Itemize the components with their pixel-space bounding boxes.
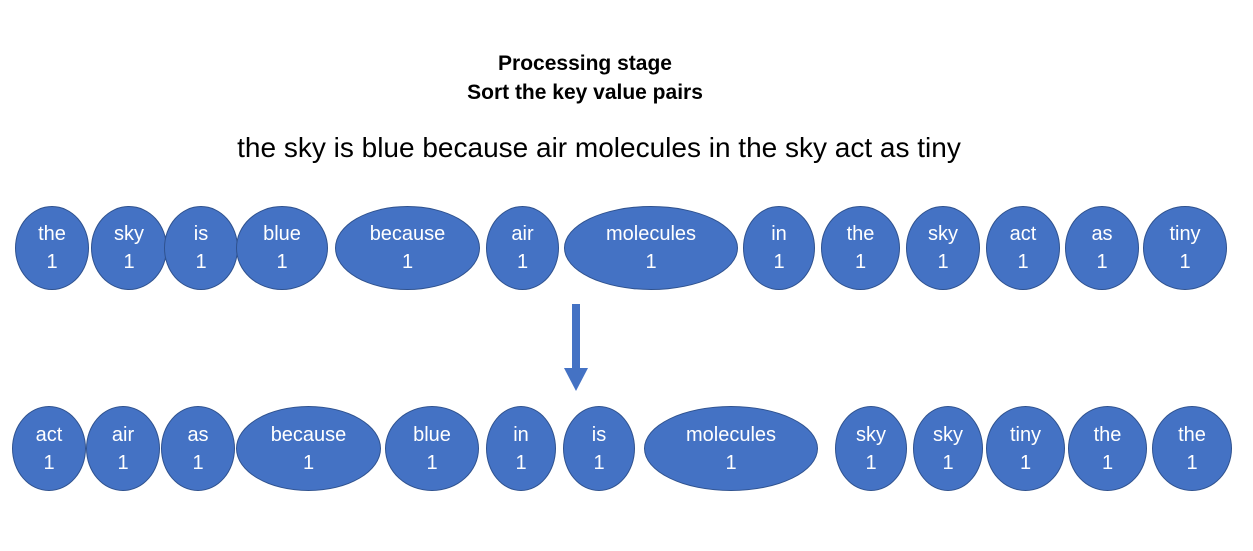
pair-key: as <box>187 423 209 446</box>
unsorted-pair-node: the 1 <box>821 206 900 290</box>
sorted-pair-node: act 1 <box>12 406 86 491</box>
pair-value: 1 <box>725 451 737 474</box>
pair-key: because <box>270 423 347 446</box>
pair-key: sky <box>928 223 958 245</box>
unsorted-pair-node: tiny 1 <box>1143 206 1227 290</box>
pair-key: molecules <box>605 223 697 245</box>
sorted-pair-node: is 1 <box>563 406 635 491</box>
pair-key: tiny <box>1169 223 1201 245</box>
pair-value: 1 <box>1019 451 1032 474</box>
pair-value: 1 <box>117 451 129 474</box>
pair-key: tiny <box>1009 423 1042 446</box>
pair-value: 1 <box>1017 251 1029 273</box>
unsorted-pair-node: blue 1 <box>236 206 328 290</box>
sorted-pair-node: blue 1 <box>385 406 479 491</box>
unsorted-pair-node: act 1 <box>986 206 1060 290</box>
pair-key: in <box>513 423 529 446</box>
pair-value: 1 <box>302 451 315 474</box>
pair-key: the <box>1178 423 1206 446</box>
pair-value: 1 <box>401 251 414 273</box>
unsorted-pair-node: sky 1 <box>906 206 980 290</box>
unsorted-pair-node: in 1 <box>743 206 815 290</box>
sorted-pair-node: tiny 1 <box>986 406 1065 491</box>
sorted-pair-node: sky 1 <box>913 406 983 491</box>
pair-key: molecules <box>685 423 777 446</box>
pair-key: is <box>193 223 209 245</box>
sorted-pair-node: the 1 <box>1152 406 1232 491</box>
pair-value: 1 <box>942 451 954 474</box>
pair-value: 1 <box>1179 251 1191 273</box>
unsorted-pair-node: because 1 <box>335 206 480 290</box>
pair-key: blue <box>413 423 451 446</box>
unsorted-pair-node: air 1 <box>486 206 559 290</box>
unsorted-pair-node: molecules 1 <box>564 206 738 290</box>
pair-key: as <box>1091 223 1113 245</box>
sorted-pair-node: molecules 1 <box>644 406 818 491</box>
pair-value: 1 <box>1186 451 1198 474</box>
sorted-pair-node: because 1 <box>236 406 381 491</box>
arrow-head <box>564 368 588 391</box>
pair-key: sky <box>856 423 886 446</box>
pair-key: air <box>511 223 534 245</box>
pair-value: 1 <box>123 251 135 273</box>
pair-key: in <box>771 223 787 245</box>
sorted-pair-node: air 1 <box>86 406 160 491</box>
sorted-pair-node: sky 1 <box>835 406 907 491</box>
pair-value: 1 <box>195 251 207 273</box>
pair-key: sky <box>933 423 963 446</box>
pair-key: act <box>35 423 63 446</box>
diagram-title: Processing stage <box>498 52 672 75</box>
unsorted-pair-node: the 1 <box>15 206 89 290</box>
sorted-pair-node: the 1 <box>1068 406 1147 491</box>
pair-key: blue <box>263 223 301 245</box>
diagram-subtitle: Sort the key value pairs <box>467 81 703 104</box>
pair-value: 1 <box>1096 251 1108 273</box>
unsorted-pair-node: is 1 <box>164 206 238 290</box>
sorted-pair-node: as 1 <box>161 406 235 491</box>
sorted-pair-node: in 1 <box>486 406 556 491</box>
pair-value: 1 <box>593 451 605 474</box>
unsorted-pair-node: sky 1 <box>91 206 167 290</box>
pair-value: 1 <box>773 251 785 273</box>
pair-key: because <box>369 223 446 245</box>
pair-value: 1 <box>192 451 204 474</box>
pair-key: air <box>111 423 135 446</box>
pair-key: act <box>1009 223 1037 245</box>
pair-value: 1 <box>1101 451 1114 474</box>
pair-value: 1 <box>516 251 529 273</box>
pair-value: 1 <box>46 251 58 273</box>
pair-value: 1 <box>276 251 288 273</box>
pair-value: 1 <box>865 451 877 474</box>
arrow-shaft <box>572 304 580 370</box>
pair-key: sky <box>114 223 144 245</box>
pair-value: 1 <box>645 251 657 273</box>
pair-value: 1 <box>515 451 527 474</box>
unsorted-pair-node: as 1 <box>1065 206 1139 290</box>
pair-value: 1 <box>854 251 867 273</box>
pair-key: the <box>1093 423 1122 446</box>
pair-key: the <box>846 223 875 245</box>
pair-value: 1 <box>937 251 949 273</box>
pair-key: the <box>38 223 66 245</box>
pair-value: 1 <box>426 451 438 474</box>
pair-value: 1 <box>43 451 55 474</box>
arrow-down-icon <box>564 304 588 391</box>
input-sentence: the sky is blue because air molecules in… <box>237 132 961 163</box>
pair-key: is <box>591 423 607 446</box>
